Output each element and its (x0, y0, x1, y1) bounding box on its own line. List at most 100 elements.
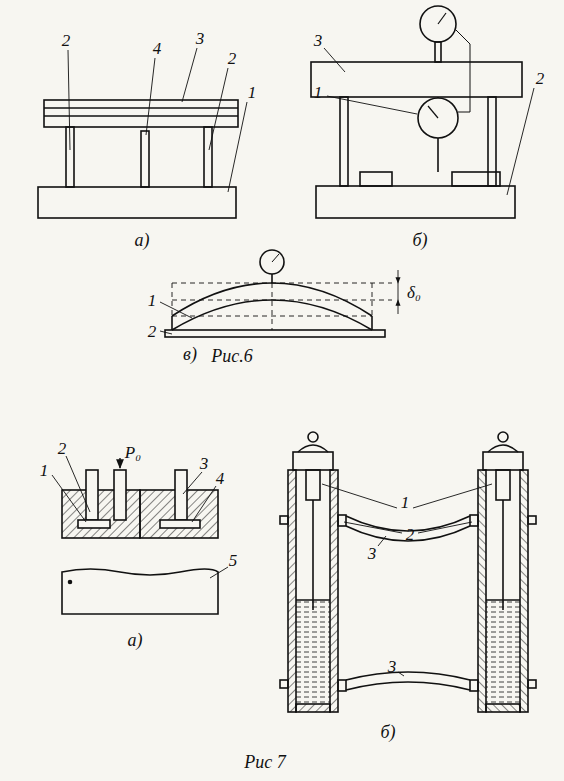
callout-number: 3 (313, 32, 324, 49)
dial-gauge (428, 106, 438, 118)
test-bar (69, 581, 72, 584)
liquid-level-gauge (486, 600, 520, 704)
callout-number: 1 (147, 292, 158, 309)
bent-specimen (272, 254, 279, 262)
dial-gauge (437, 97, 439, 98)
figure-caption: б) (379, 723, 396, 741)
callout-number: 1 (39, 462, 50, 479)
hose (346, 516, 470, 690)
bent-specimen (172, 283, 392, 330)
bent-specimen (372, 283, 373, 316)
leader-line (182, 48, 197, 102)
leader-line (228, 102, 247, 192)
dial-gauge (456, 30, 470, 112)
clamp-block (114, 470, 126, 520)
callout-number: 1 (247, 84, 258, 101)
liquid-level-gauge (280, 432, 346, 712)
leader-line (210, 567, 228, 578)
measuring-fixture-b (340, 97, 348, 186)
callout-number: 3 (387, 658, 398, 675)
bent-specimen (171, 316, 173, 330)
liquid-level-gauge (330, 470, 338, 712)
liquid-level-gauge (312, 500, 314, 610)
leader-line (146, 58, 155, 135)
callout-number: 4 (215, 470, 226, 487)
liquid-level-gauge (308, 432, 318, 442)
leader-line (378, 536, 386, 546)
leader-line (68, 50, 70, 150)
leader-line (413, 484, 492, 508)
bent-specimen (272, 283, 273, 330)
leader-line (344, 522, 402, 533)
bent-specimen (165, 330, 385, 337)
liquid-level-gauge (288, 470, 296, 712)
callout-number: 2 (61, 32, 72, 49)
press-fixture-a (38, 100, 238, 218)
figure-caption: в) (182, 345, 198, 363)
callout-number: 3 (195, 30, 206, 47)
liquid-level-gauge (470, 432, 536, 712)
leader-line (160, 302, 192, 334)
callout-number: 1 (400, 494, 411, 511)
liquid-level-gauge (486, 704, 520, 712)
leader-line (160, 331, 172, 334)
liquid-level-gauge (496, 470, 510, 500)
callout-number: 2 (535, 70, 546, 87)
measuring-fixture-b (311, 62, 522, 97)
liquid-level-gauge (502, 500, 504, 610)
leader-line (183, 472, 202, 494)
press-fixture-a (44, 107, 238, 109)
leader-line (327, 96, 417, 114)
clamp-block (86, 470, 98, 520)
leader-line (322, 484, 397, 508)
bent-specimen (172, 316, 372, 317)
bent-specimen (165, 250, 398, 337)
liquid-level-gauge (498, 432, 508, 442)
bent-specimen (371, 316, 373, 330)
clamp-block (62, 490, 140, 538)
bent-specimen (260, 250, 284, 274)
callout-number: P₀ (124, 444, 142, 461)
press-fixture-a (38, 187, 236, 218)
callout-number: 3 (199, 455, 210, 472)
bent-specimen (172, 283, 173, 316)
leader-line (192, 486, 216, 522)
clamp-block (62, 458, 218, 538)
figure-caption: Рис 7 (243, 753, 286, 771)
figure-caption: б) (411, 231, 428, 249)
leader-line (68, 48, 247, 192)
leader-line (398, 672, 404, 676)
figure-caption: а) (127, 631, 144, 649)
leader-line (507, 88, 534, 195)
liquid-level-gauge (293, 452, 333, 470)
dial-gauge (418, 6, 470, 172)
liquid-level-gauge (296, 704, 330, 712)
liquid-level-gauge (338, 515, 346, 526)
hose (346, 682, 470, 690)
leader-line (52, 456, 228, 578)
measuring-fixture-b (360, 172, 392, 186)
dial-gauge (418, 98, 458, 138)
bent-specimen (172, 300, 392, 301)
callout-number: δ₀ (406, 284, 422, 301)
callout-number: 2 (405, 526, 416, 543)
liquid-level-gauge (338, 680, 346, 691)
clamp-block (160, 520, 200, 528)
dial-gauge (437, 138, 439, 172)
liquid-level-gauge (296, 600, 330, 704)
bent-specimen (271, 274, 273, 283)
press-fixture-a (141, 131, 149, 187)
liquid-level-gauge (470, 680, 478, 691)
dial-gauge (435, 42, 441, 62)
clamp-block (175, 470, 187, 520)
leader-line (324, 48, 534, 195)
callout-number: 2 (227, 50, 238, 67)
callout-number: 2 (57, 440, 68, 457)
bent-specimen (398, 270, 399, 283)
callout-number: 1 (313, 84, 324, 101)
liquid-level-gauge (298, 445, 328, 452)
callout-number: 5 (228, 552, 239, 569)
